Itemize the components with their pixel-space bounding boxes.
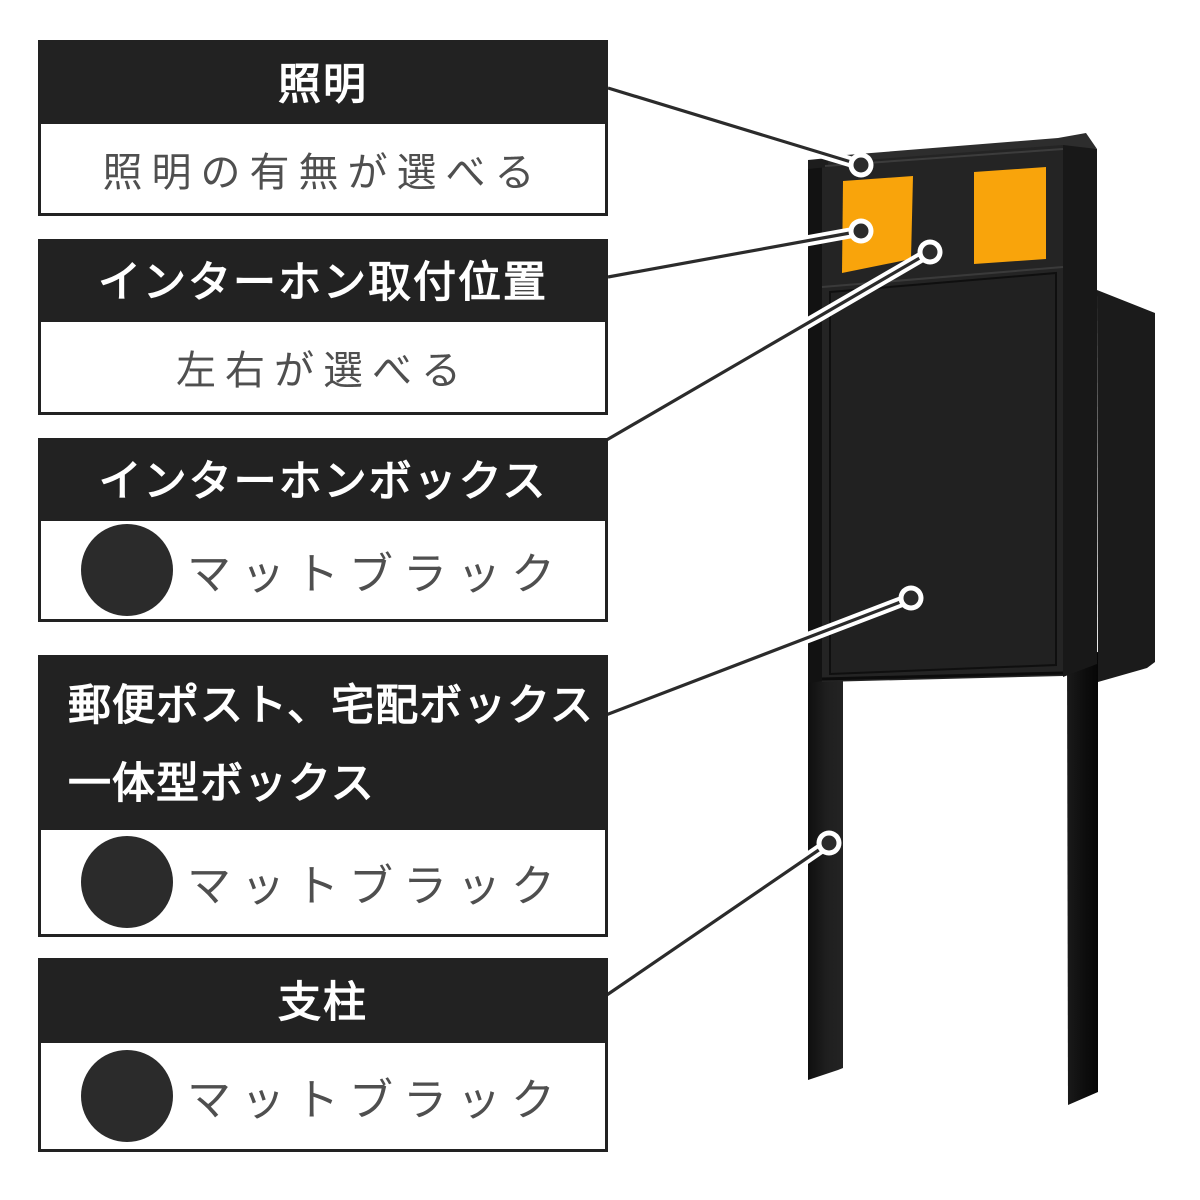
lighting-panel-right bbox=[974, 167, 1046, 264]
callout-title: 郵便ポスト、宅配ボックス 一体型ボックス bbox=[38, 655, 608, 827]
color-name: マットブラック bbox=[187, 862, 565, 911]
leader-line-lighting bbox=[607, 86, 862, 167]
callout-points bbox=[816, 152, 943, 856]
box-side-face bbox=[1063, 142, 1097, 677]
color-swatch-matte-black bbox=[81, 836, 173, 928]
color-name: マットブラック bbox=[187, 550, 565, 599]
callout-box-intercom-box: インターホンボックス マットブラック bbox=[38, 438, 608, 622]
color-swatch-matte-black bbox=[81, 524, 173, 616]
callout-color-row: マットブラック bbox=[38, 827, 608, 937]
callout-box-integrated-box: 郵便ポスト、宅配ボックス 一体型ボックス マットブラック bbox=[38, 655, 608, 937]
callout-title-text: インターホンボックス bbox=[98, 458, 548, 506]
leader-line-intercom-position bbox=[607, 229, 862, 279]
callout-title-line1: 郵便ポスト、宅配ボックス bbox=[68, 682, 594, 730]
callout-title-text: 照明 bbox=[278, 60, 368, 109]
box-door-panel bbox=[829, 271, 1057, 676]
callout-title-text: 支柱 bbox=[278, 979, 368, 1027]
leader-line-support-post bbox=[597, 841, 830, 1003]
callout-description-text: 左右が選べる bbox=[176, 349, 470, 393]
callout-title: 支柱 bbox=[38, 958, 608, 1040]
box-top-left-step bbox=[808, 158, 828, 169]
callout-description-text: 照明の有無が選べる bbox=[102, 150, 544, 195]
support-post-left bbox=[808, 668, 843, 1080]
color-name: マットブラック bbox=[187, 1076, 565, 1125]
rear-panel bbox=[1097, 290, 1155, 682]
color-swatch-matte-black bbox=[81, 1050, 173, 1142]
intercom-section-groove bbox=[821, 266, 1064, 288]
box-bottom-edge bbox=[821, 671, 1064, 681]
callout-color-row: マットブラック bbox=[38, 1040, 608, 1152]
callout-color-row: マットブラック bbox=[38, 518, 608, 622]
support-post-right bbox=[1067, 652, 1098, 1105]
callout-title: インターホン取付位置 bbox=[38, 239, 608, 319]
box-top-cap bbox=[825, 133, 1097, 163]
callout-title: 照明 bbox=[38, 40, 608, 121]
box-left-edge bbox=[808, 162, 822, 683]
callout-box-lighting: 照明 照明の有無が選べる bbox=[38, 40, 608, 216]
leader-line-integrated-box bbox=[597, 596, 912, 720]
leader-lines bbox=[597, 86, 931, 1003]
callout-description: 左右が選べる bbox=[38, 319, 608, 415]
callout-title-line2: 一体型ボックス bbox=[68, 760, 375, 808]
lighting-panel-left bbox=[842, 176, 913, 273]
callout-title: インターホンボックス bbox=[38, 438, 608, 518]
callout-box-intercom-position: インターホン取付位置 左右が選べる bbox=[38, 239, 608, 415]
callout-description: 照明の有無が選べる bbox=[38, 121, 608, 216]
callout-title-text: インターホン取付位置 bbox=[98, 259, 548, 307]
callout-box-support-post: 支柱 マットブラック bbox=[38, 958, 608, 1152]
leader-line-intercom-box bbox=[597, 250, 931, 447]
